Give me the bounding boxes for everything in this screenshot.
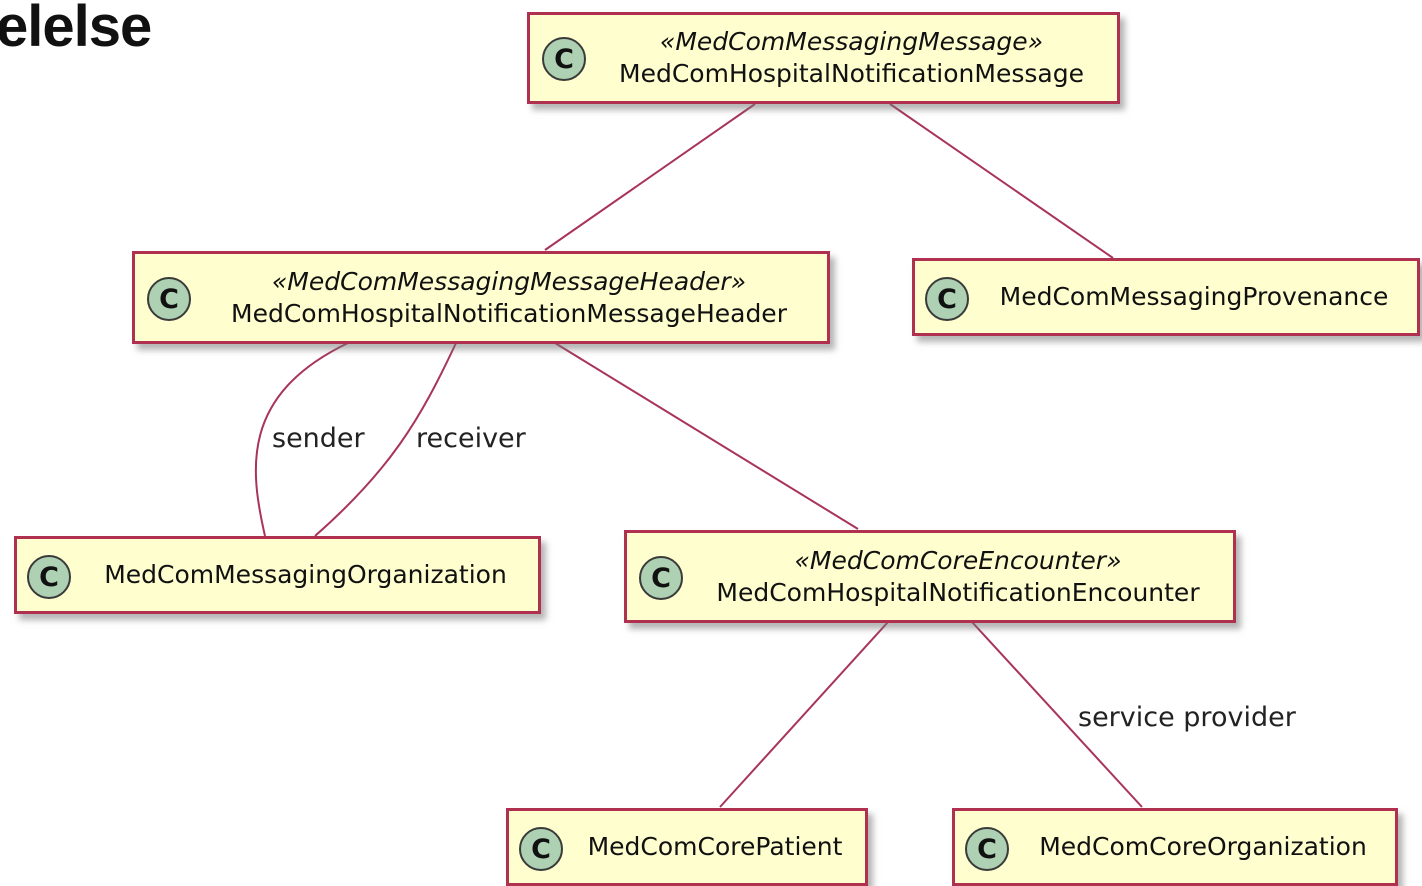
class-c-icon: C	[147, 277, 191, 321]
node-stereotype: «MedComMessagingMessage»	[659, 27, 1044, 56]
node-class-name: MedComHospitalNotificationMessage	[619, 59, 1084, 88]
node-class-name: MedComMessagingOrganization	[104, 560, 507, 589]
node-stereotype: «MedComCoreEncounter»	[794, 545, 1122, 575]
node-class-name: MedComCoreOrganization	[1039, 832, 1367, 861]
class-node-patient[interactable]: C MedComCorePatient	[506, 808, 868, 886]
class-node-encounter[interactable]: C «MedComCoreEncounter» MedComHospitalNo…	[624, 530, 1236, 623]
class-node-messaging-organization[interactable]: C MedComMessagingOrganization	[14, 536, 541, 614]
class-c-icon: C	[542, 37, 586, 81]
node-class-name: MedComHospitalNotificationMessageHeader	[231, 298, 787, 328]
node-stereotype: «MedComMessagingMessageHeader»	[271, 266, 747, 296]
class-node-provenance[interactable]: C MedComMessagingProvenance	[912, 258, 1420, 336]
edge-message-provenance	[889, 103, 1114, 259]
node-class-name: MedComMessagingProvenance	[999, 282, 1389, 311]
edge-label-receiver: receiver	[416, 423, 527, 454]
class-c-icon: C	[519, 827, 563, 871]
class-c-icon: C	[27, 555, 71, 599]
edge-encounter-core-organization	[971, 621, 1143, 808]
class-node-core-organization[interactable]: C MedComCoreOrganization	[952, 808, 1398, 886]
edge-encounter-patient	[719, 621, 889, 808]
edge-message-header	[544, 103, 756, 251]
edge-header-encounter	[554, 342, 859, 530]
class-node-message[interactable]: C «MedComMessagingMessage» MedComHospita…	[527, 12, 1120, 104]
node-class-name: MedComHospitalNotificationEncounter	[716, 577, 1200, 607]
edge-header-organization-receiver	[314, 342, 457, 537]
class-c-icon: C	[639, 556, 683, 600]
edge-label-service-provider: service provider	[1078, 702, 1297, 733]
class-c-icon: C	[965, 827, 1009, 871]
class-c-icon: C	[925, 277, 969, 321]
edge-header-organization-sender	[254, 342, 349, 537]
node-class-name: MedComCorePatient	[587, 832, 843, 861]
class-node-header[interactable]: C «MedComMessagingMessageHeader» MedComH…	[132, 251, 830, 344]
page-title: elelse	[0, 0, 152, 59]
edge-label-sender: sender	[272, 423, 366, 454]
